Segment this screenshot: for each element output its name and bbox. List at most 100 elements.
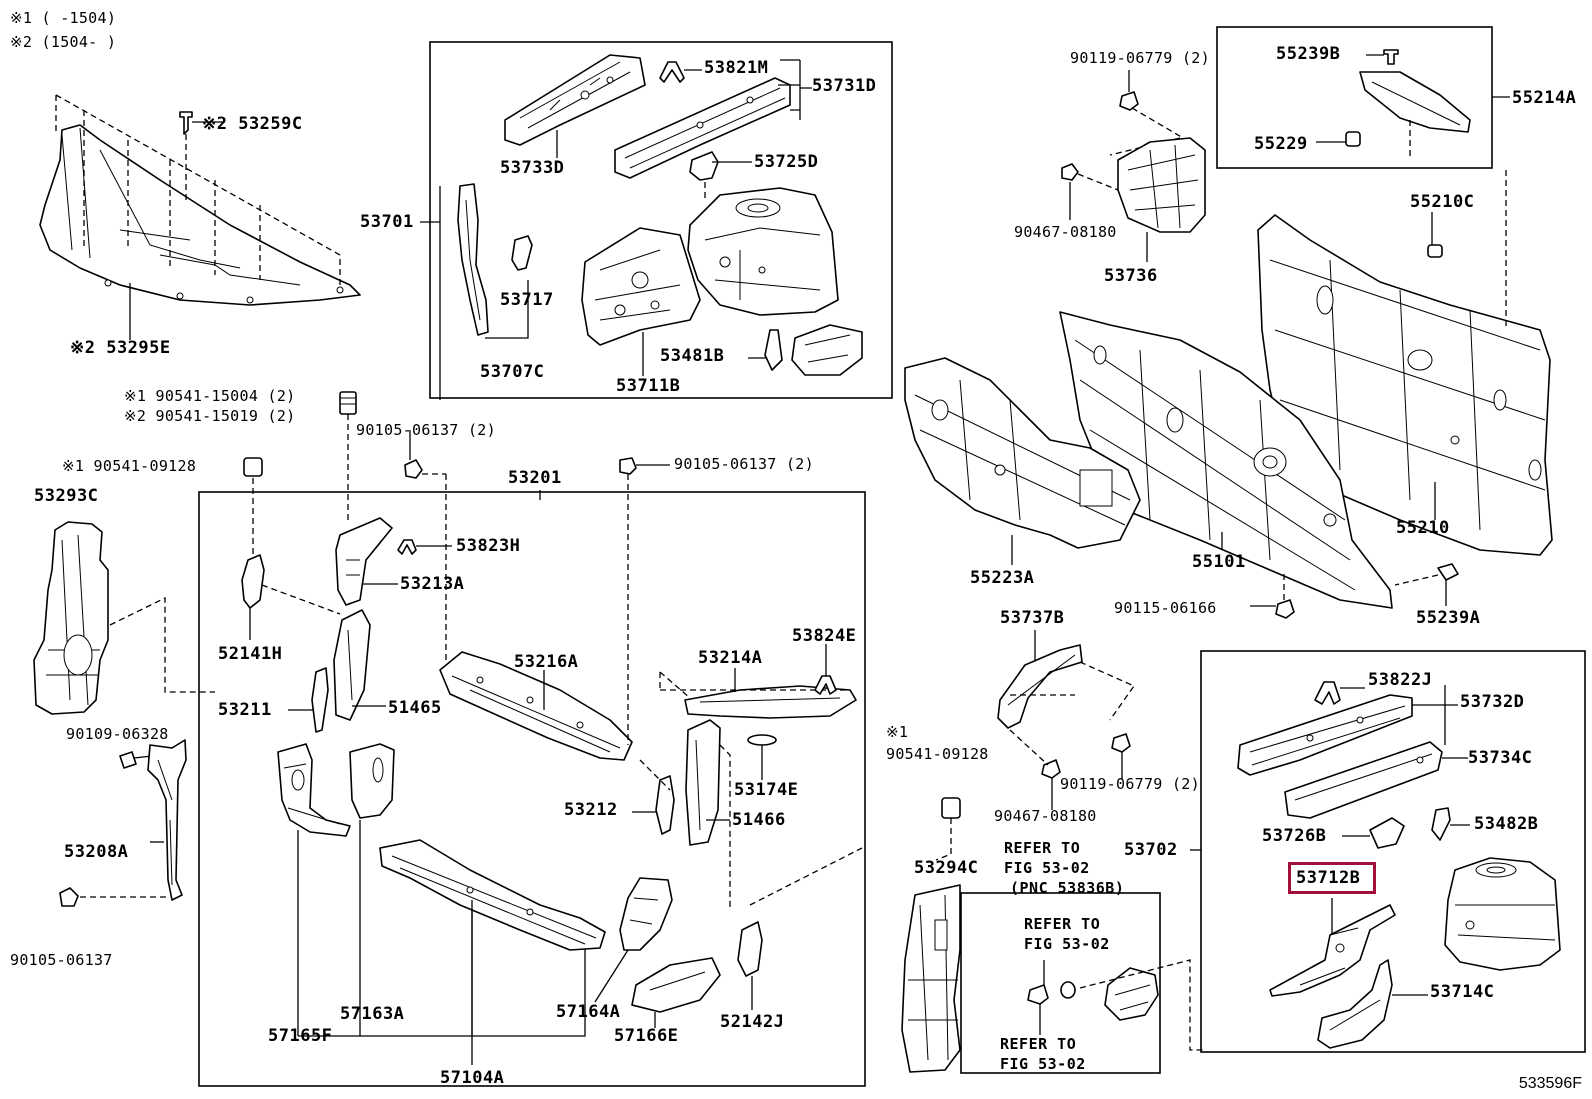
label-53295E[interactable]: ※2 53295E	[70, 338, 171, 358]
label-90119-06779-b[interactable]: 90119-06779 (2)	[1060, 775, 1200, 793]
refer-note-3-line-2: FIG 53-02	[1000, 1055, 1086, 1073]
label-90119-06779-a[interactable]: 90119-06779 (2)	[1070, 49, 1210, 67]
label-55239B[interactable]: 55239B	[1276, 44, 1341, 64]
label-51466[interactable]: 51466	[732, 810, 786, 830]
label-53211[interactable]: 53211	[218, 700, 272, 720]
label-53711B[interactable]: 53711B	[616, 376, 681, 396]
part-51465	[333, 609, 371, 721]
highlight-box-53712B	[1288, 862, 1376, 894]
part-57164A	[619, 877, 673, 951]
label-90541-09128-a[interactable]: ※1 90541-09128	[62, 457, 197, 475]
label-55101[interactable]: 55101	[1192, 552, 1246, 572]
part-53482B	[1431, 807, 1451, 841]
label-53726B[interactable]: 53726B	[1262, 826, 1327, 846]
part-55101	[1059, 311, 1393, 609]
bolt-90115-06166	[1275, 599, 1295, 619]
label-53293C[interactable]: 53293C	[34, 486, 99, 506]
label-53201[interactable]: 53201	[508, 468, 562, 488]
frame-53701	[429, 41, 893, 399]
label-90105-06137-c[interactable]: 90105-06137	[10, 951, 113, 969]
part-53711B	[581, 227, 701, 346]
label-53717[interactable]: 53717	[500, 290, 554, 310]
label-53213A[interactable]: 53213A	[400, 574, 465, 594]
label-57166E[interactable]: 57166E	[614, 1026, 679, 1046]
bolt-90467-08180a	[1061, 163, 1079, 181]
label-53208A[interactable]: 53208A	[64, 842, 129, 862]
label-52142J[interactable]: 52142J	[720, 1012, 785, 1032]
label-53174E[interactable]: 53174E	[734, 780, 799, 800]
label-55210[interactable]: 55210	[1396, 518, 1450, 538]
part-53213A	[335, 517, 393, 606]
label-90541-15004[interactable]: ※1 90541-15004 (2)	[124, 387, 296, 405]
label-51465[interactable]: 51465	[388, 698, 442, 718]
label-57104A[interactable]: 57104A	[440, 1068, 505, 1088]
label-53731D[interactable]: 53731D	[812, 76, 877, 96]
part-53823H	[397, 539, 417, 555]
part-57166E	[631, 957, 721, 1013]
refer-note-3-line-1: REFER TO	[1000, 1035, 1077, 1053]
label-53482B[interactable]: 53482B	[1474, 814, 1539, 834]
label-53734C[interactable]: 53734C	[1468, 748, 1533, 768]
bolt-90119-06779b	[1111, 733, 1131, 753]
label-55210C[interactable]: 55210C	[1410, 192, 1475, 212]
label-90467-08180-b[interactable]: 90467-08180	[994, 807, 1097, 825]
part-53712B	[1269, 904, 1396, 997]
label-90105-06137-b[interactable]: 90105-06137 (2)	[674, 455, 814, 473]
part-53212	[655, 775, 675, 835]
label-90105-06137-a[interactable]: 90105-06137 (2)	[356, 421, 496, 439]
label-90109-06328[interactable]: 90109-06328	[66, 725, 169, 743]
part-53208A	[147, 739, 187, 901]
label-53822J[interactable]: 53822J	[1368, 670, 1433, 690]
label-53481B[interactable]: 53481B	[660, 346, 725, 366]
bolt-90467-08180b	[1041, 759, 1061, 779]
label-53714C[interactable]: 53714C	[1430, 982, 1495, 1002]
label-55239A[interactable]: 55239A	[1416, 608, 1481, 628]
part-55210C	[1427, 244, 1443, 258]
label-90541-15019[interactable]: ※2 90541-15019 (2)	[124, 407, 296, 425]
label-53725D[interactable]: 53725D	[754, 152, 819, 172]
part-53295E	[39, 124, 361, 306]
part-53737B	[997, 644, 1083, 729]
part-refer-bracket	[1104, 967, 1159, 1021]
label-57165F[interactable]: 57165F	[268, 1026, 333, 1046]
label-53214A[interactable]: 53214A	[698, 648, 763, 668]
part-51466	[685, 719, 721, 846]
part-57163A	[349, 743, 395, 819]
label-55223A[interactable]: 55223A	[970, 568, 1035, 588]
label-53701[interactable]: 53701	[360, 212, 414, 232]
part-53736	[1117, 137, 1206, 233]
legend-line-2: ※2 (1504- )	[10, 33, 117, 51]
label-53294C[interactable]: 53294C	[914, 858, 979, 878]
label-90115-06166[interactable]: 90115-06166	[1114, 599, 1217, 617]
label-55229[interactable]: 55229	[1254, 134, 1308, 154]
label-53712B[interactable]: 53712B	[1296, 868, 1361, 888]
label-53732D[interactable]: 53732D	[1460, 692, 1525, 712]
label-53823H[interactable]: 53823H	[456, 536, 521, 556]
figure-id: 533596F	[1518, 1075, 1582, 1092]
label-90541-09128-b[interactable]: 90541-09128	[886, 745, 989, 763]
part-53717	[511, 235, 533, 271]
bolt-90105-06137c	[59, 887, 79, 907]
label-53736[interactable]: 53736	[1104, 266, 1158, 286]
label-53733D[interactable]: 53733D	[500, 158, 565, 178]
label-53212[interactable]: 53212	[564, 800, 618, 820]
label-53216A[interactable]: 53216A	[514, 652, 579, 672]
part-53174E	[747, 734, 777, 746]
label-55214A[interactable]: 55214A	[1512, 88, 1577, 108]
label-53824E[interactable]: 53824E	[792, 626, 857, 646]
label-53707C[interactable]: 53707C	[480, 362, 545, 382]
label-90467-08180-a[interactable]: 90467-08180	[1014, 223, 1117, 241]
label-53821M[interactable]: 53821M	[704, 58, 769, 78]
label-57163A[interactable]: 57163A	[340, 1004, 405, 1024]
bolt-90541-15004	[339, 391, 357, 415]
part-55223A	[904, 357, 1141, 549]
label-53737B[interactable]: 53737B	[1000, 608, 1065, 628]
label-53259C[interactable]: ※2 53259C	[202, 114, 303, 134]
refer-note-2-line-2: FIG 53-02	[1024, 935, 1110, 953]
label-52141H[interactable]: 52141H	[218, 644, 283, 664]
label-53702[interactable]: 53702	[1124, 840, 1178, 860]
label-57164A[interactable]: 57164A	[556, 1002, 621, 1022]
label-90541-09128-b-mark: ※1	[886, 723, 909, 741]
legend-line-1: ※1 ( -1504)	[10, 9, 117, 27]
